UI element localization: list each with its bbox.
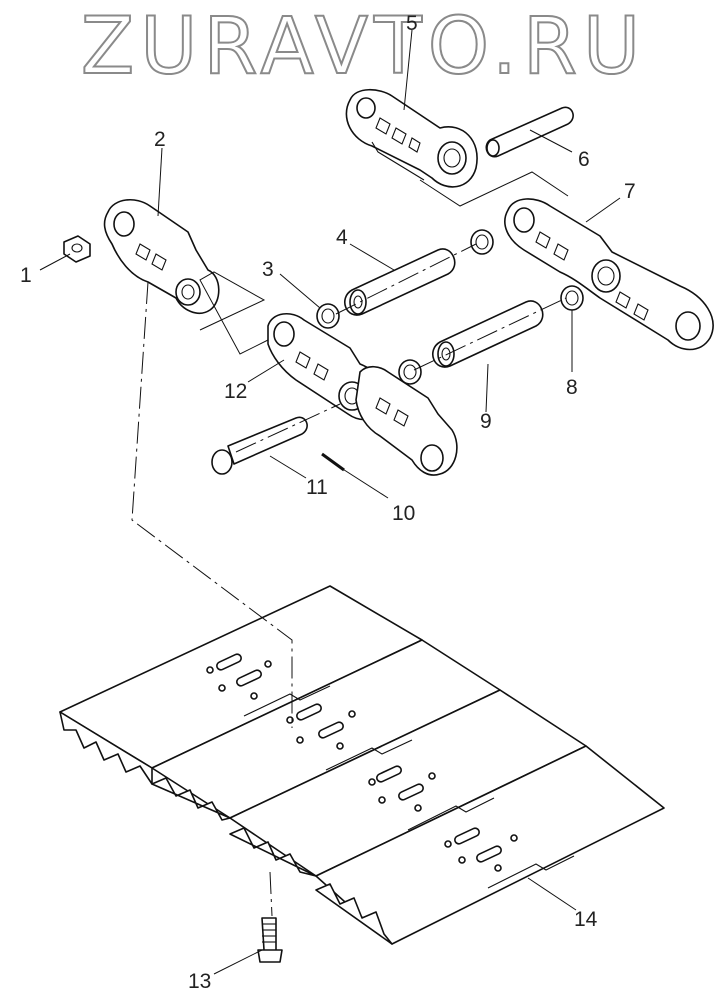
seal-part-3 xyxy=(316,303,340,329)
callout-11: 11 xyxy=(306,476,328,499)
pin-part-11 xyxy=(211,416,308,475)
track-link-part-7 xyxy=(504,198,714,351)
callout-8: 8 xyxy=(566,376,578,399)
assembly-lines xyxy=(131,171,569,917)
watermark: ZURAVTO.RU xyxy=(80,2,647,92)
callout-4: 4 xyxy=(336,226,348,249)
track-link-part-5 xyxy=(345,88,478,188)
callout-1: 1 xyxy=(20,264,32,287)
callout-9: 9 xyxy=(480,410,492,433)
bolt-part-13 xyxy=(257,917,283,963)
seal-lower xyxy=(398,359,422,385)
callout-labels: 1 2 3 4 5 6 7 8 9 10 11 12 13 14 xyxy=(20,12,636,993)
callout-14: 14 xyxy=(574,908,598,931)
seal-part-8 xyxy=(560,285,584,311)
bushing-part-9 xyxy=(431,300,544,368)
track-link-part-2 xyxy=(103,199,220,314)
callout-12: 12 xyxy=(224,380,247,403)
track-shoes-part-14 xyxy=(59,585,665,945)
callout-3: 3 xyxy=(262,258,274,281)
callout-13: 13 xyxy=(188,970,211,993)
callout-2: 2 xyxy=(154,128,166,151)
pin-part-6 xyxy=(485,106,574,158)
seal-upper xyxy=(470,229,494,255)
callout-7: 7 xyxy=(624,180,636,203)
track-link-inner xyxy=(355,365,458,476)
callout-6: 6 xyxy=(578,148,590,171)
leader-lines xyxy=(39,29,621,975)
callout-5: 5 xyxy=(406,12,418,35)
callout-10: 10 xyxy=(392,502,415,525)
nut-part-1 xyxy=(63,235,91,263)
